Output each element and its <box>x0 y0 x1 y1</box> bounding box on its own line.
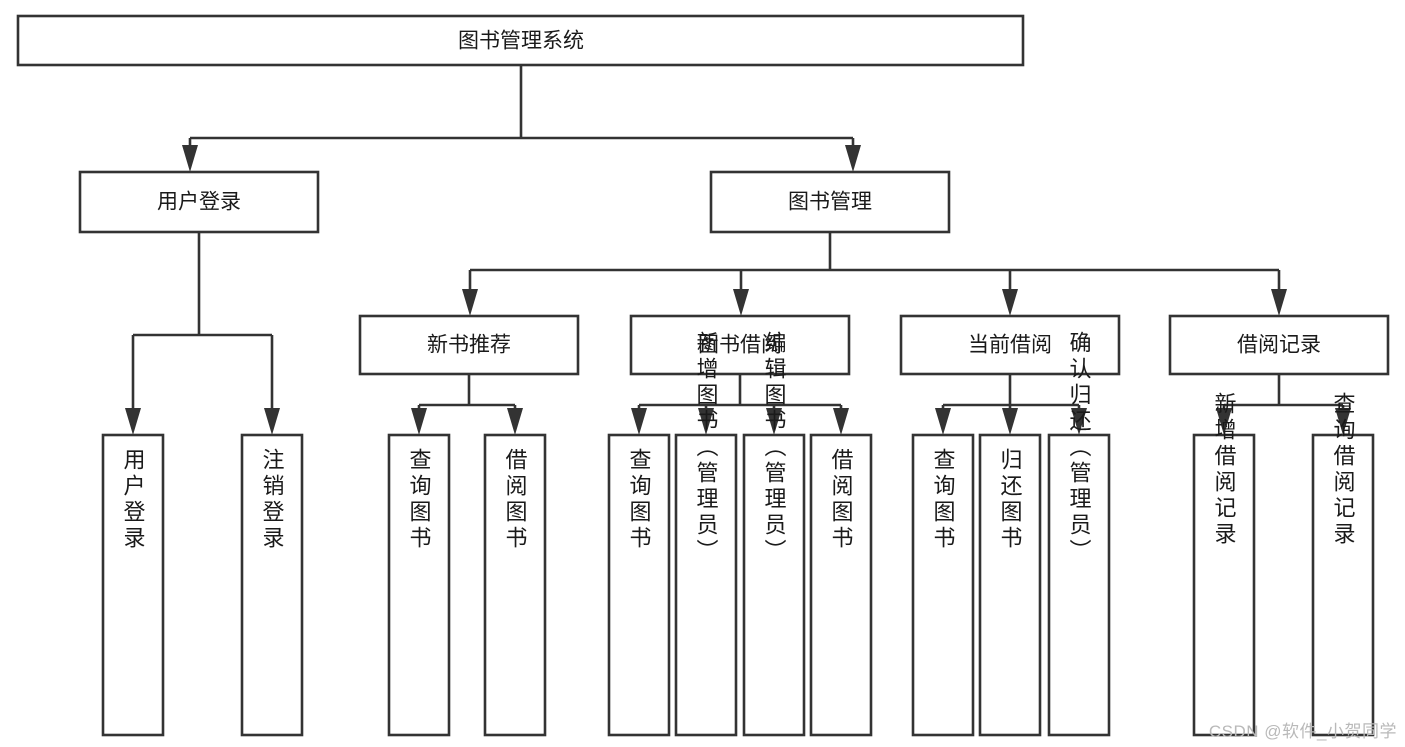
node-leaf-add-record-box[interactable] <box>1192 433 1256 737</box>
node-leaf-query-book-3-label: 查询图书 <box>931 448 956 552</box>
node-leaf-confirm-return[interactable]: 确认归还（管理员） <box>1047 331 1111 737</box>
arrow-head-user-login <box>182 145 198 172</box>
node-leaf-user-logout-label: 注销登录 <box>260 448 285 552</box>
node-current-borrow-box[interactable] <box>899 314 1121 376</box>
node-user-login-label: 用户登录 <box>157 191 241 214</box>
node-leaf-query-record[interactable]: 查询借阅记录 <box>1311 392 1375 737</box>
node-leaf-return-book[interactable]: 归还图书 <box>978 433 1042 737</box>
arrow-head-leaf-confirm-return <box>1071 408 1087 435</box>
node-leaf-query-record-label: 查询借阅记录 <box>1331 392 1356 548</box>
arrow-head-leaf-query-record <box>1335 408 1351 435</box>
node-borrow-record[interactable]: 借阅记录 <box>1168 314 1390 376</box>
node-leaf-borrow-book-2-label: 借阅图书 <box>829 448 854 552</box>
node-book-manage[interactable]: 图书管理 <box>709 170 951 234</box>
node-leaf-user-login[interactable]: 用户登录 <box>101 433 165 737</box>
arrow-head-borrow-record <box>1271 289 1287 316</box>
node-leaf-borrow-book-1[interactable]: 借阅图书 <box>483 433 547 737</box>
node-leaf-borrow-book-2-box[interactable] <box>809 433 873 737</box>
arrow-head-leaf-borrow-book-1 <box>507 408 523 435</box>
node-leaf-confirm-return-box[interactable] <box>1047 433 1111 737</box>
node-leaf-edit-book[interactable]: 编辑图书（管理员） <box>742 331 806 737</box>
node-leaf-add-book-box[interactable] <box>674 433 738 737</box>
arrow-head-leaf-borrow-book-2 <box>833 408 849 435</box>
arrow-head-book-manage <box>845 145 861 172</box>
node-borrow-record-box[interactable] <box>1168 314 1390 376</box>
node-root[interactable]: 图书管理系统 <box>16 14 1025 67</box>
node-leaf-query-book-2-box[interactable] <box>607 433 671 737</box>
node-book-manage-label: 图书管理 <box>788 191 872 214</box>
node-book-borrow-box[interactable] <box>629 314 851 376</box>
node-leaf-confirm-return-label: 确认归还（管理员） <box>1067 331 1092 565</box>
arrow-head-leaf-query-book-3 <box>935 408 951 435</box>
arrow-head-leaf-user-logout <box>264 408 280 435</box>
arrow-head-leaf-add-record <box>1216 408 1232 435</box>
node-leaf-query-book-2[interactable]: 查询图书 <box>607 433 671 737</box>
node-book-borrow[interactable]: 图书借阅 <box>629 314 851 376</box>
node-leaf-user-logout[interactable]: 注销登录 <box>240 433 304 737</box>
node-leaf-edit-book-box[interactable] <box>742 433 806 737</box>
arrow-head-leaf-query-book-2 <box>631 408 647 435</box>
node-book-manage-box[interactable] <box>709 170 951 234</box>
node-leaf-query-book-1-box[interactable] <box>387 433 451 737</box>
arrow-head-leaf-add-book <box>698 408 714 435</box>
node-borrow-record-label: 借阅记录 <box>1237 334 1321 357</box>
node-leaf-return-book-label: 归还图书 <box>998 448 1023 552</box>
node-new-book-rec-box[interactable] <box>358 314 580 376</box>
arrow-head-leaf-user-login <box>125 408 141 435</box>
node-current-borrow[interactable]: 当前借阅 <box>899 314 1121 376</box>
node-root-label: 图书管理系统 <box>458 30 584 53</box>
node-leaf-user-login-label: 用户登录 <box>121 448 146 552</box>
arrow-head-leaf-return-book <box>1002 408 1018 435</box>
node-leaf-borrow-book-2[interactable]: 借阅图书 <box>809 433 873 737</box>
node-leaf-edit-book-label: 编辑图书（管理员） <box>762 331 787 565</box>
node-user-login-box[interactable] <box>78 170 320 234</box>
node-book-borrow-label: 图书借阅 <box>698 334 782 357</box>
node-user-login[interactable]: 用户登录 <box>78 170 320 234</box>
node-leaf-query-book-2-label: 查询图书 <box>627 448 652 552</box>
node-leaf-query-record-box[interactable] <box>1311 433 1375 737</box>
arrow-head-leaf-query-book-1 <box>411 408 427 435</box>
node-leaf-return-book-box[interactable] <box>978 433 1042 737</box>
arrow-head-leaf-edit-book <box>766 408 782 435</box>
node-leaf-query-book-3[interactable]: 查询图书 <box>911 433 975 737</box>
arrow-head-new-book-rec <box>462 289 478 316</box>
node-leaf-user-logout-box[interactable] <box>240 433 304 737</box>
node-leaf-query-book-1[interactable]: 查询图书 <box>387 433 451 737</box>
node-leaf-add-book[interactable]: 新增图书（管理员） <box>674 331 738 737</box>
node-leaf-user-login-box[interactable] <box>101 433 165 737</box>
node-leaf-add-book-label: 新增图书（管理员） <box>694 331 719 565</box>
node-new-book-rec[interactable]: 新书推荐 <box>358 314 580 376</box>
connector-layer <box>125 65 1351 435</box>
node-leaf-borrow-book-1-label: 借阅图书 <box>503 448 528 552</box>
node-current-borrow-label: 当前借阅 <box>968 334 1052 357</box>
node-leaf-borrow-book-1-box[interactable] <box>483 433 547 737</box>
node-root-box[interactable] <box>16 14 1025 67</box>
node-new-book-rec-label: 新书推荐 <box>427 334 511 357</box>
node-leaf-query-book-1-label: 查询图书 <box>407 448 432 552</box>
node-leaf-add-record[interactable]: 新增借阅记录 <box>1192 392 1256 737</box>
node-leaf-query-book-3-box[interactable] <box>911 433 975 737</box>
arrow-head-book-borrow <box>733 289 749 316</box>
arrow-head-current-borrow <box>1002 289 1018 316</box>
node-leaf-add-record-label: 新增借阅记录 <box>1212 392 1237 548</box>
